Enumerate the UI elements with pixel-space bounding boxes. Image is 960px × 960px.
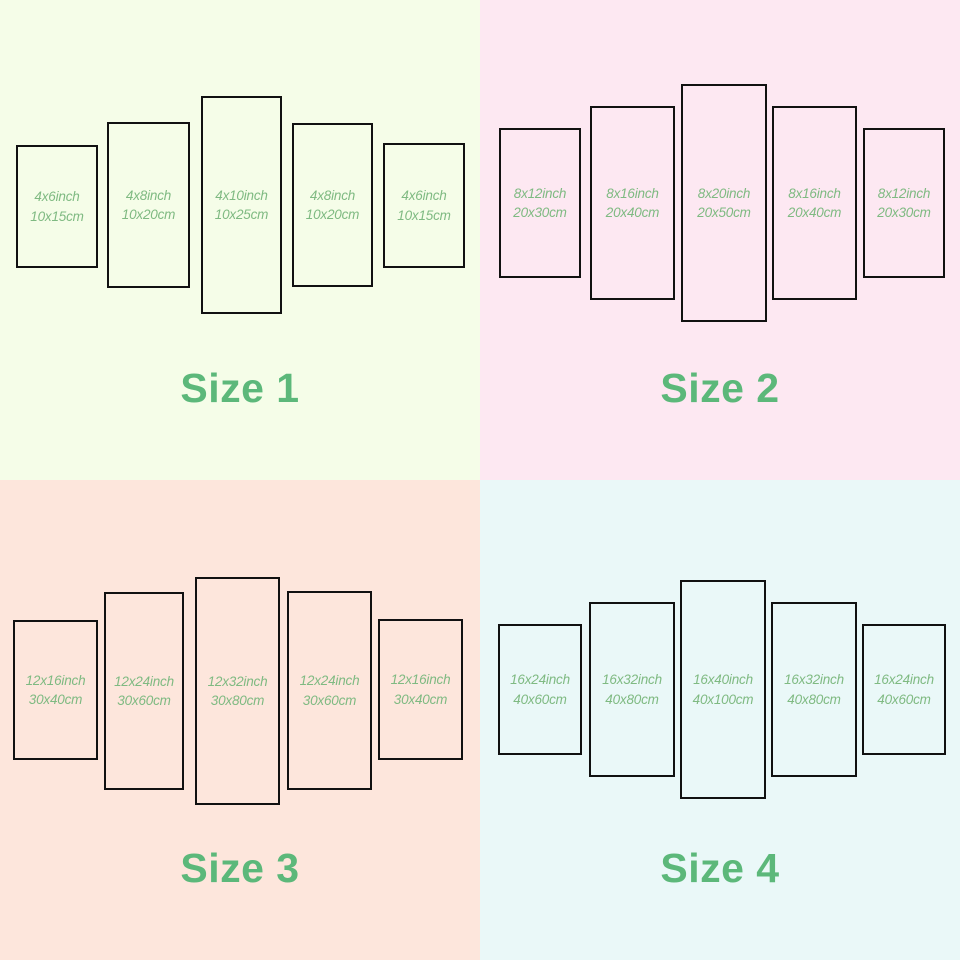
panel-size-centimetres: 30x80cm	[210, 693, 265, 708]
panel-size-label: 8x16inch 20x40cm	[787, 184, 842, 222]
panel-size-3-3[interactable]: 12x32inch 30x80cm	[195, 577, 280, 805]
panel-size-4-1[interactable]: 16x24inch 40x60cm	[498, 624, 582, 755]
panel-size-centimetres: 10x20cm	[121, 207, 176, 222]
panel-size-label: 4x8inch 10x20cm	[121, 186, 176, 224]
panel-size-inches: 4x6inch	[401, 188, 447, 204]
panel-size-label: 8x12inch 20x30cm	[865, 184, 943, 222]
panel-size-inches: 8x12inch	[877, 185, 931, 201]
panel-size-centimetres: 10x20cm	[305, 207, 360, 222]
panel-size-label: 16x32inch 40x80cm	[602, 670, 662, 708]
quadrant-background	[480, 0, 960, 480]
quadrant-size-4: 16x24inch 40x60cm 16x32inch 40x80cm 16x40inc…	[480, 480, 960, 960]
panel-size-1-2[interactable]: 4x8inch 10x20cm	[107, 122, 190, 288]
panel-size-centimetres: 30x40cm	[393, 691, 448, 707]
panel-size-centimetres: 10x15cm	[397, 207, 451, 223]
panel-size-inches: 4x6inch	[34, 189, 80, 205]
size-title-size-3: Size 3	[180, 845, 300, 891]
panel-size-2-4[interactable]: 8x16inch 20x40cm	[772, 106, 857, 300]
panel-size-centimetres: 10x15cm	[30, 208, 84, 224]
panel-size-inches: 4x10inch	[215, 187, 268, 203]
quadrant-background	[0, 480, 480, 960]
panel-size-3-2[interactable]: 12x24inch 30x60cm	[104, 592, 184, 790]
panel-size-inches: 8x20inch	[697, 185, 751, 201]
panel-size-label: 4x6inch 10x15cm	[397, 186, 451, 224]
panel-size-label: 8x16inch 20x40cm	[605, 184, 660, 222]
panel-size-centimetres: 20x40cm	[787, 205, 842, 220]
panel-size-label: 16x24inch 40x60cm	[500, 670, 580, 708]
panel-size-label: 16x32inch 40x80cm	[784, 670, 844, 708]
panel-size-2-3[interactable]: 8x20inch 20x50cm	[681, 84, 767, 322]
panel-size-inches: 4x8inch	[125, 187, 172, 203]
panel-size-inches: 8x16inch	[606, 185, 659, 201]
panel-size-3-5[interactable]: 12x16inch 30x40cm	[378, 619, 463, 760]
panel-size-3-4[interactable]: 12x24inch 30x60cm	[287, 591, 372, 790]
panel-size-centimetres: 40x100cm	[692, 691, 754, 707]
panel-size-inches: 8x16inch	[788, 185, 841, 201]
panel-size-inches: 12x24inch	[299, 673, 360, 689]
size-title-size-1: Size 1	[180, 365, 300, 411]
panel-size-centimetres: 20x30cm	[877, 205, 931, 220]
panel-size-centimetres: 40x80cm	[787, 691, 841, 707]
panel-size-inches: 4x8inch	[309, 187, 356, 203]
panel-size-inches: 16x24inch	[510, 672, 570, 688]
panel-size-inches: 16x32inch	[784, 672, 844, 688]
panel-size-centimetres: 40x60cm	[877, 691, 931, 707]
size-title-size-2: Size 2	[660, 365, 780, 411]
panel-size-label: 8x20inch 20x50cm	[697, 184, 751, 222]
quadrant-background	[480, 480, 960, 960]
panel-size-4-5[interactable]: 16x24inch 40x60cm	[862, 624, 946, 755]
panel-size-label: 4x10inch 10x25cm	[214, 186, 269, 224]
panel-size-centimetres: 40x60cm	[513, 691, 567, 707]
quadrant-background	[0, 0, 480, 480]
panel-size-2-2[interactable]: 8x16inch 20x40cm	[590, 106, 675, 300]
panel-size-2-1[interactable]: 8x12inch 20x30cm	[499, 128, 581, 278]
panel-size-inches: 12x16inch	[390, 672, 451, 688]
quadrant-size-3: 12x16inch 30x40cm 12x24inch 30x60cm 12x32inc…	[0, 480, 480, 960]
panel-size-inches: 16x24inch	[874, 672, 934, 688]
panel-size-centimetres: 30x40cm	[28, 692, 83, 707]
panel-size-centimetres: 40x80cm	[605, 691, 659, 707]
panel-size-2-5[interactable]: 8x12inch 20x30cm	[863, 128, 945, 278]
quadrant-size-2: 8x12inch 20x30cm 8x16inch 20x40cm 8x20inch 20…	[480, 0, 960, 480]
panel-size-label: 4x8inch 10x20cm	[305, 186, 360, 224]
quadrant-size-1: 4x6inch 10x15cm 4x8inch 10x20cm 4x10inch 10x2…	[0, 0, 480, 480]
panel-size-label: 16x24inch 40x60cm	[864, 670, 944, 708]
panel-size-label: 16x40inch 40x100cm	[693, 670, 754, 708]
panel-size-centimetres: 10x25cm	[214, 207, 269, 222]
panel-size-inches: 12x16inch	[25, 672, 86, 688]
panel-size-label: 12x16inch 30x40cm	[15, 671, 96, 709]
panel-size-inches: 16x32inch	[602, 672, 662, 688]
panel-size-label: 8x12inch 20x30cm	[501, 184, 579, 222]
panel-size-label: 12x16inch 30x40cm	[380, 670, 461, 708]
panel-size-label: 12x24inch 30x60cm	[114, 672, 174, 710]
panel-size-centimetres: 20x40cm	[605, 205, 660, 220]
size-title-size-4: Size 4	[660, 845, 780, 891]
panel-size-4-4[interactable]: 16x32inch 40x80cm	[771, 602, 857, 777]
panel-size-inches: 12x24inch	[114, 673, 174, 689]
panel-size-3-1[interactable]: 12x16inch 30x40cm	[13, 620, 98, 760]
panel-size-centimetres: 20x50cm	[697, 205, 751, 220]
panel-size-inches: 8x12inch	[513, 185, 567, 201]
panel-size-1-5[interactable]: 4x6inch 10x15cm	[383, 143, 465, 268]
panel-size-1-3[interactable]: 4x10inch 10x25cm	[201, 96, 282, 314]
panel-size-inches: 16x40inch	[693, 672, 753, 688]
panel-size-inches: 12x32inch	[207, 673, 268, 689]
panel-size-label: 12x24inch 30x60cm	[300, 671, 360, 709]
panel-size-centimetres: 30x60cm	[117, 693, 171, 708]
panel-size-4-3[interactable]: 16x40inch 40x100cm	[680, 580, 766, 799]
panel-size-label: 4x6inch 10x15cm	[30, 187, 84, 225]
panel-size-1-4[interactable]: 4x8inch 10x20cm	[292, 123, 373, 287]
panel-size-centimetres: 20x30cm	[513, 205, 567, 220]
panel-size-label: 12x32inch 30x80cm	[208, 672, 268, 710]
panel-size-1-1[interactable]: 4x6inch 10x15cm	[16, 145, 98, 268]
panel-size-centimetres: 30x60cm	[302, 692, 357, 708]
panel-size-4-2[interactable]: 16x32inch 40x80cm	[589, 602, 675, 777]
